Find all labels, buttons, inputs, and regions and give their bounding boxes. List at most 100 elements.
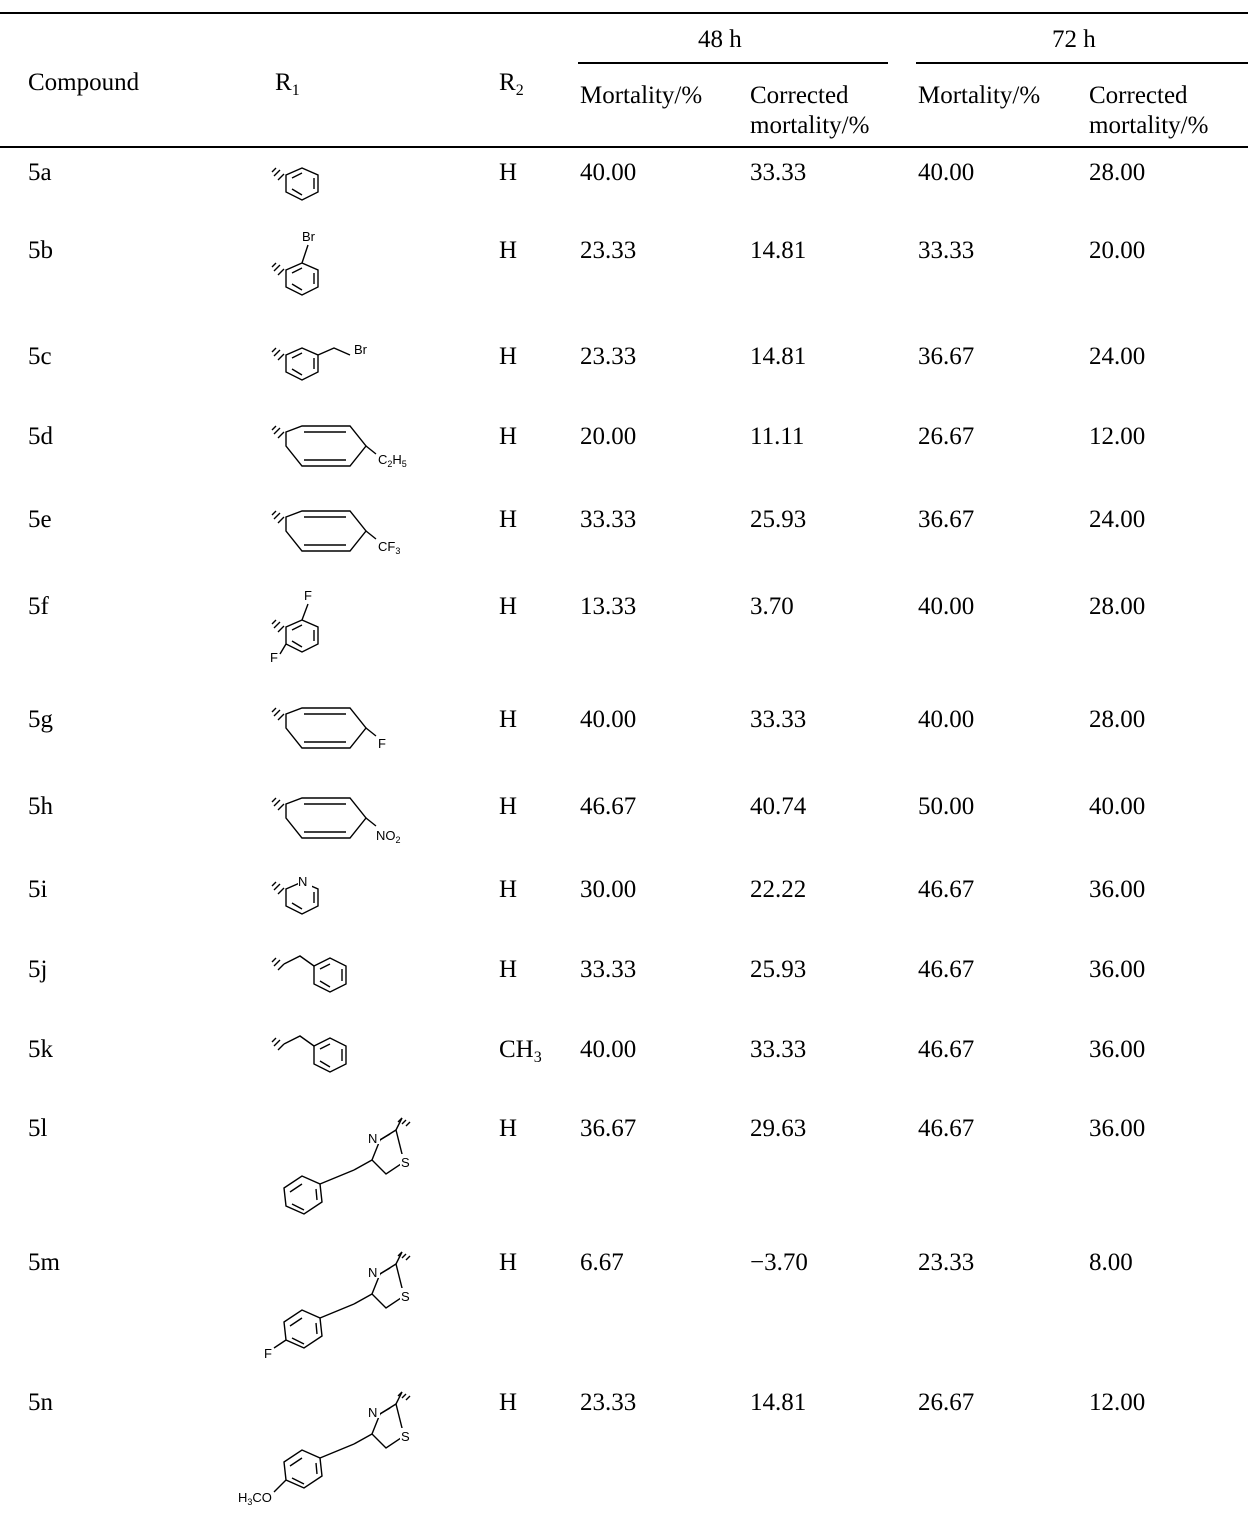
compound-cell: 5a <box>28 159 52 186</box>
mortality-48h-cell: 20.00 <box>580 423 637 450</box>
r2-cell: H <box>499 1389 518 1416</box>
svg-text:S: S <box>401 1155 410 1170</box>
svg-text:F: F <box>378 736 386 751</box>
corrected-48h-cell: 14.81 <box>750 237 807 264</box>
mortality-48h-cell: 23.33 <box>580 237 637 264</box>
r2-cell: CH3 <box>499 1036 542 1066</box>
corrected-72h-cell: 28.00 <box>1089 159 1146 186</box>
group-header-48h: 48 h <box>698 26 742 53</box>
corrected-48h-cell: 40.74 <box>750 793 807 820</box>
structure-2-6-difluorophenyl: F F <box>270 588 319 665</box>
corrected-48h-cell: 3.70 <box>750 593 794 620</box>
mortality-72h-cell: 26.67 <box>918 423 975 450</box>
corrected-72h-cell: 36.00 <box>1089 876 1146 903</box>
svg-text:N: N <box>368 1131 377 1146</box>
corrected-48h-cell: 33.33 <box>750 1036 807 1063</box>
column-header-compound: Compound <box>28 69 140 96</box>
corrected-48h-cell: 25.93 <box>750 506 807 533</box>
svg-text:Br: Br <box>302 229 316 244</box>
corrected-72h-cell: 8.00 <box>1089 1249 1133 1276</box>
svg-text:N: N <box>368 1265 377 1280</box>
mortality-48h-cell: 33.33 <box>580 506 637 533</box>
corrected-72h-cell: 20.00 <box>1089 237 1146 264</box>
compound-cell: 5g <box>28 706 53 733</box>
column-header-mortality-48h: Mortality/% <box>580 82 703 109</box>
compound-cell: 5h <box>28 793 53 820</box>
mortality-48h-cell: 6.67 <box>580 1249 624 1276</box>
svg-text:F: F <box>270 650 278 665</box>
r2-cell: H <box>499 793 518 820</box>
compound-cell: 5n <box>28 1389 53 1416</box>
column-header-r1: R1 <box>275 69 300 99</box>
compound-cell: 5d <box>28 423 53 450</box>
corrected-72h-cell: 28.00 <box>1089 593 1146 620</box>
structure-2-pyridyl: N <box>271 874 319 915</box>
mortality-48h-cell: 13.33 <box>580 593 637 620</box>
mortality-48h-cell: 40.00 <box>580 159 637 186</box>
corrected-72h-cell: 36.00 <box>1089 1115 1146 1142</box>
compound-cell: 5l <box>28 1115 48 1142</box>
mortality-72h-cell: 26.67 <box>918 1389 975 1416</box>
corrected-48h-cell: 33.33 <box>750 706 807 733</box>
structure-4-fluorophenyl: F <box>271 707 386 751</box>
r2-cell: H <box>499 956 518 983</box>
svg-text:CF3: CF3 <box>378 539 400 556</box>
corrected-48h-cell: 25.93 <box>750 956 807 983</box>
svg-text:N: N <box>298 874 307 889</box>
corrected-48h-cell: 14.81 <box>750 343 807 370</box>
mortality-72h-cell: 46.67 <box>918 956 975 983</box>
mortality-72h-cell: 36.67 <box>918 343 975 370</box>
r2-cell: H <box>499 343 518 370</box>
column-header-r2: R2 <box>499 69 524 99</box>
mortality-48h-cell: 30.00 <box>580 876 637 903</box>
structure-4-trifluoromethylphenyl: CF3 <box>271 510 400 556</box>
group-header-72h: 72 h <box>1052 26 1096 53</box>
mortality-48h-cell: 36.67 <box>580 1115 637 1142</box>
structure-4-ethylphenyl: C2H5 <box>271 425 407 469</box>
compound-cell: 5m <box>28 1249 60 1276</box>
r2-cell: H <box>499 593 518 620</box>
mortality-48h-cell: 40.00 <box>580 1036 637 1063</box>
mortality-72h-cell: 46.67 <box>918 876 975 903</box>
corrected-72h-cell: 12.00 <box>1089 1389 1146 1416</box>
structure-4-fluorophenylthiazol-2-yl: N S F <box>264 1251 412 1361</box>
corrected-72h-cell: 24.00 <box>1089 343 1146 370</box>
mortality-48h-cell: 23.33 <box>580 343 637 370</box>
structure-2-bromophenyl: Br <box>271 229 319 296</box>
corrected-48h-cell: 14.81 <box>750 1389 807 1416</box>
compound-cell: 5e <box>28 506 52 533</box>
compound-cell: 5i <box>28 876 48 903</box>
svg-text:F: F <box>304 588 312 603</box>
mortality-48h-cell: 23.33 <box>580 1389 637 1416</box>
mortality-48h-cell: 33.33 <box>580 956 637 983</box>
corrected-48h-cell: 11.11 <box>750 423 805 450</box>
mortality-48h-cell: 46.67 <box>580 793 637 820</box>
svg-text:NO2: NO2 <box>376 828 401 845</box>
header-bottom-rule <box>0 146 1248 148</box>
group-48-rule <box>578 62 888 64</box>
compound-cell: 5b <box>28 237 53 264</box>
mortality-72h-cell: 46.67 <box>918 1036 975 1063</box>
corrected-48h-cell: 29.63 <box>750 1115 807 1142</box>
corrected-48h-cell: 33.33 <box>750 159 807 186</box>
corrected-72h-cell: 12.00 <box>1089 423 1146 450</box>
svg-text:H3CO: H3CO <box>238 1490 272 1507</box>
svg-text:Br: Br <box>354 342 368 357</box>
top-rule <box>0 12 1248 14</box>
compound-cell: 5j <box>28 956 48 983</box>
mortality-48h-cell: 40.00 <box>580 706 637 733</box>
structure-3-bromophenyl: Br <box>271 342 368 381</box>
corrected-72h-cell: 28.00 <box>1089 706 1146 733</box>
r2-cell: H <box>499 159 518 186</box>
svg-text:S: S <box>401 1429 410 1444</box>
column-header-mortality-72h: Mortality/% <box>918 82 1041 109</box>
compound-cell: 5f <box>28 593 49 620</box>
corrected-72h-cell: 40.00 <box>1089 793 1146 820</box>
group-72-rule <box>916 62 1248 64</box>
corrected-72h-cell: 24.00 <box>1089 506 1146 533</box>
r2-cell: H <box>499 1249 518 1276</box>
corrected-48h-cell: −3.70 <box>750 1249 808 1276</box>
